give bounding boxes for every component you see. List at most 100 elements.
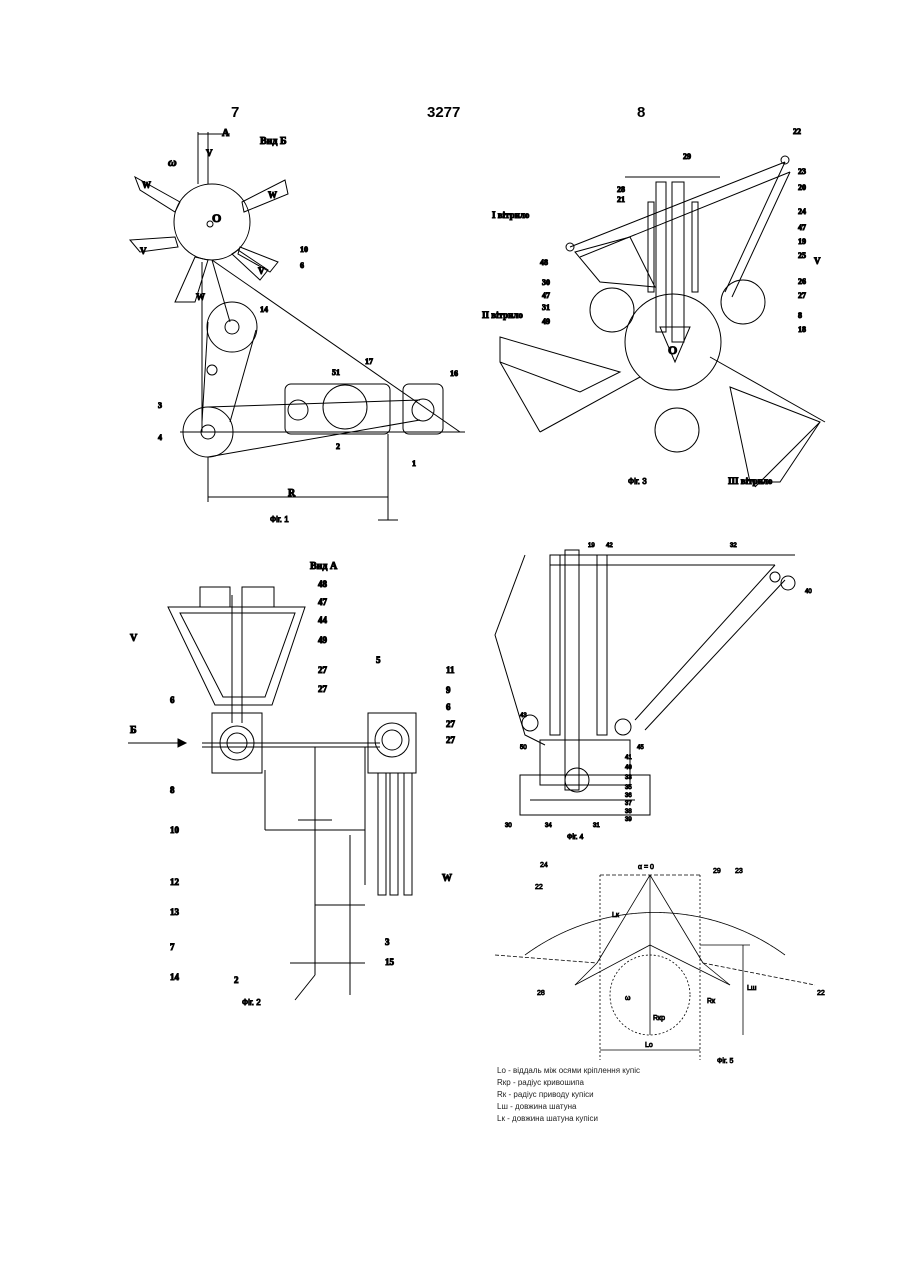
callout: 28 — [537, 990, 545, 997]
callout: 1 — [412, 459, 416, 468]
callout: 47 — [798, 223, 806, 232]
callout: 49 — [318, 635, 328, 645]
callout: 10 — [170, 825, 180, 835]
callout: 12 — [170, 877, 180, 887]
callout: 50 — [520, 745, 527, 751]
callout: 47 — [542, 291, 550, 300]
callout: 30 — [542, 278, 550, 287]
callout: 27 — [798, 291, 806, 300]
callout: 40 — [805, 589, 812, 595]
callout: 21 — [617, 195, 625, 204]
dim-label: Rкр — [653, 1015, 665, 1022]
figure-3: 22 29 23 28 21 20 24 47 48 19 25 30 47 3… — [480, 122, 840, 497]
callout: 35 — [625, 785, 632, 791]
callout: 5 — [376, 655, 381, 665]
blade-label: W — [268, 190, 277, 200]
figure-2-drawing: Вид А V W Б 48 47 44 49 27 27 5 11 9 6 2… — [120, 555, 475, 1015]
callout: 6 — [170, 695, 175, 705]
callout: 23 — [735, 868, 743, 875]
callout: 15 — [385, 957, 395, 967]
callout: 37 — [625, 801, 632, 807]
figure-2-caption: Фіг. 2 — [242, 998, 261, 1007]
figure-5: α = 0 24 22 29 23 28 22 Lк Lш Rкр Rк Lo … — [485, 855, 840, 1065]
callout: 27 — [446, 735, 456, 745]
callout: 27 — [318, 665, 328, 675]
callout: 22 — [535, 884, 543, 891]
sail-v — [168, 607, 305, 705]
legend-line: Lк - довжина шатуна купіси — [497, 1113, 707, 1125]
callout: 3 — [158, 401, 162, 410]
callout: 6 — [300, 261, 304, 270]
callout: 28 — [617, 185, 625, 194]
blade-label: W — [142, 180, 151, 190]
callout: 48 — [540, 258, 548, 267]
callout: 49 — [542, 317, 550, 326]
callout: 38 — [625, 809, 632, 815]
callout: 11 — [446, 665, 455, 675]
callout: 24 — [798, 207, 806, 216]
hub-center-label: O — [668, 343, 677, 357]
callout: 19 — [798, 237, 806, 246]
figure-4: 19 42 32 40 43 45 50 41 40 33 35 36 37 3… — [485, 535, 840, 845]
callout: 29 — [683, 152, 691, 161]
callout: 48 — [318, 579, 328, 589]
callout: 6 — [446, 702, 451, 712]
callout: 34 — [545, 823, 552, 829]
figure-4-drawing: 19 42 32 40 43 45 50 41 40 33 35 36 37 3… — [485, 535, 840, 845]
dim-label: Lк — [612, 912, 620, 919]
callout: 47 — [318, 597, 328, 607]
callout: 8 — [170, 785, 175, 795]
sail-w-label: W — [442, 873, 452, 884]
dim-label: Rк — [707, 998, 716, 1005]
figure-3-caption: Фіг. 3 — [628, 477, 647, 486]
figure-3-drawing: 22 29 23 28 21 20 24 47 48 19 25 30 47 3… — [480, 122, 840, 497]
callout: 9 — [446, 685, 451, 695]
view-a-title: Вид А — [310, 561, 338, 572]
callout: 13 — [170, 907, 180, 917]
callout: 2 — [336, 442, 340, 451]
callout: 7 — [170, 942, 175, 952]
dim-label: Lш — [747, 985, 757, 992]
figure-1-caption: Фіг. 1 — [270, 515, 289, 524]
callout: 36 — [625, 793, 632, 799]
center-o-label: O — [212, 211, 221, 225]
callout: 32 — [730, 543, 737, 549]
callout: 17 — [365, 357, 373, 366]
legend-line: Lo - віддаль між осями кріплення купіс — [497, 1065, 707, 1077]
callout: 43 — [520, 713, 527, 719]
sail-3-label: ІІІ вітрило — [728, 476, 773, 486]
callout: 26 — [798, 277, 806, 286]
callout: 30 — [505, 823, 512, 829]
callout: 19 — [588, 543, 595, 549]
dim-label: ω — [625, 995, 631, 1002]
pulley-14 — [207, 302, 257, 352]
callout: 8 — [798, 311, 802, 320]
callout: 31 — [542, 303, 550, 312]
dimension-r-label: R — [288, 488, 296, 499]
figure-5-legend: Lo - віддаль між осями кріплення купіс R… — [497, 1065, 707, 1125]
omega-label: ω — [168, 155, 177, 169]
alpha-label: α = 0 — [638, 864, 654, 871]
callout: 39 — [625, 817, 632, 823]
blade-label: V — [206, 148, 213, 158]
figure-2: Вид А V W Б 48 47 44 49 27 27 5 11 9 6 2… — [120, 555, 475, 1015]
callout: 3 — [385, 937, 390, 947]
callout: 31 — [593, 823, 600, 829]
blade-label: V — [140, 246, 147, 256]
callout: 2 — [234, 975, 239, 985]
sail-1-label: І вітрило — [492, 210, 530, 220]
blade-label: V — [258, 266, 265, 276]
callout: 27 — [446, 719, 456, 729]
callout: 45 — [637, 745, 644, 751]
figure-1-drawing: A Вид Б ω O W V W V W V 10 6 14 17 16 51… — [120, 122, 470, 532]
callout: 14 — [170, 972, 180, 982]
callout: 29 — [713, 868, 721, 875]
figure-5-caption: Фіг. 5 — [717, 1057, 733, 1065]
figure-5-drawing: α = 0 24 22 29 23 28 22 Lк Lш Rкр Rк Lo … — [485, 855, 840, 1065]
callout: 16 — [450, 369, 458, 378]
arrow-a-label: A — [222, 128, 230, 139]
wind-direction-label: V — [814, 256, 821, 266]
callout: 33 — [625, 775, 632, 781]
figure-4-caption: Фіг. 4 — [567, 833, 583, 841]
left-page-number: 7 — [231, 104, 239, 121]
